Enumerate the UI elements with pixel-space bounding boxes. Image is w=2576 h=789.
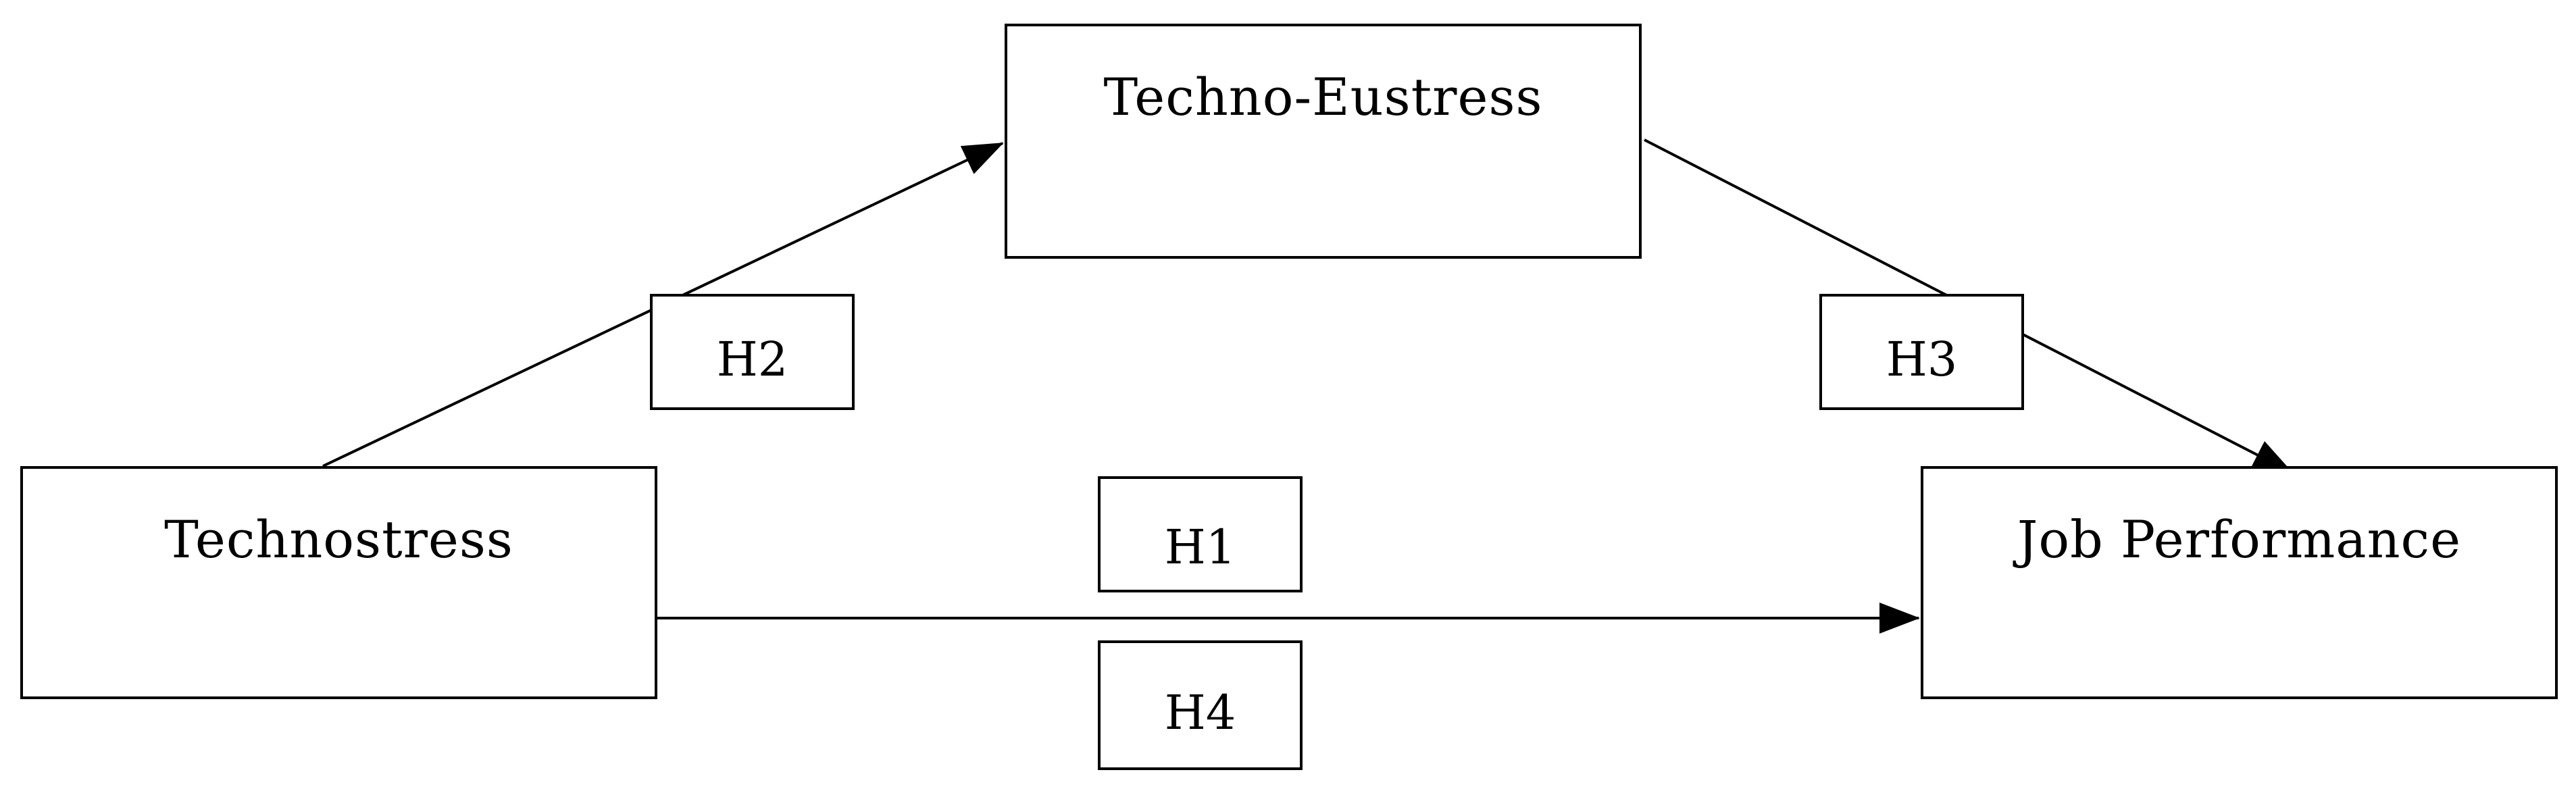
construct-label-job-performance: Job Performance [2017, 509, 2462, 569]
hypothesis-h1-box: H1 [1098, 476, 1303, 592]
hypothesis-h2-box: H2 [650, 294, 855, 410]
construct-label-techno-eustress: Techno-Eustress [1103, 67, 1543, 127]
construct-label-technostress: Technostress [164, 509, 513, 569]
hypothesis-h3-box: H3 [1819, 294, 2024, 410]
hypothesis-h4-label: H4 [1164, 685, 1236, 740]
construct-job-performance: Job Performance [1921, 466, 2558, 699]
hypothesis-h2-label: H2 [716, 332, 788, 387]
hypothesis-h1-label: H1 [1164, 519, 1236, 575]
hypothesis-h3-label: H3 [1886, 332, 1958, 387]
construct-techno-eustress: Techno-Eustress [1005, 24, 1642, 259]
construct-technostress: Technostress [20, 466, 657, 699]
hypothesis-h4-box: H4 [1098, 640, 1303, 770]
